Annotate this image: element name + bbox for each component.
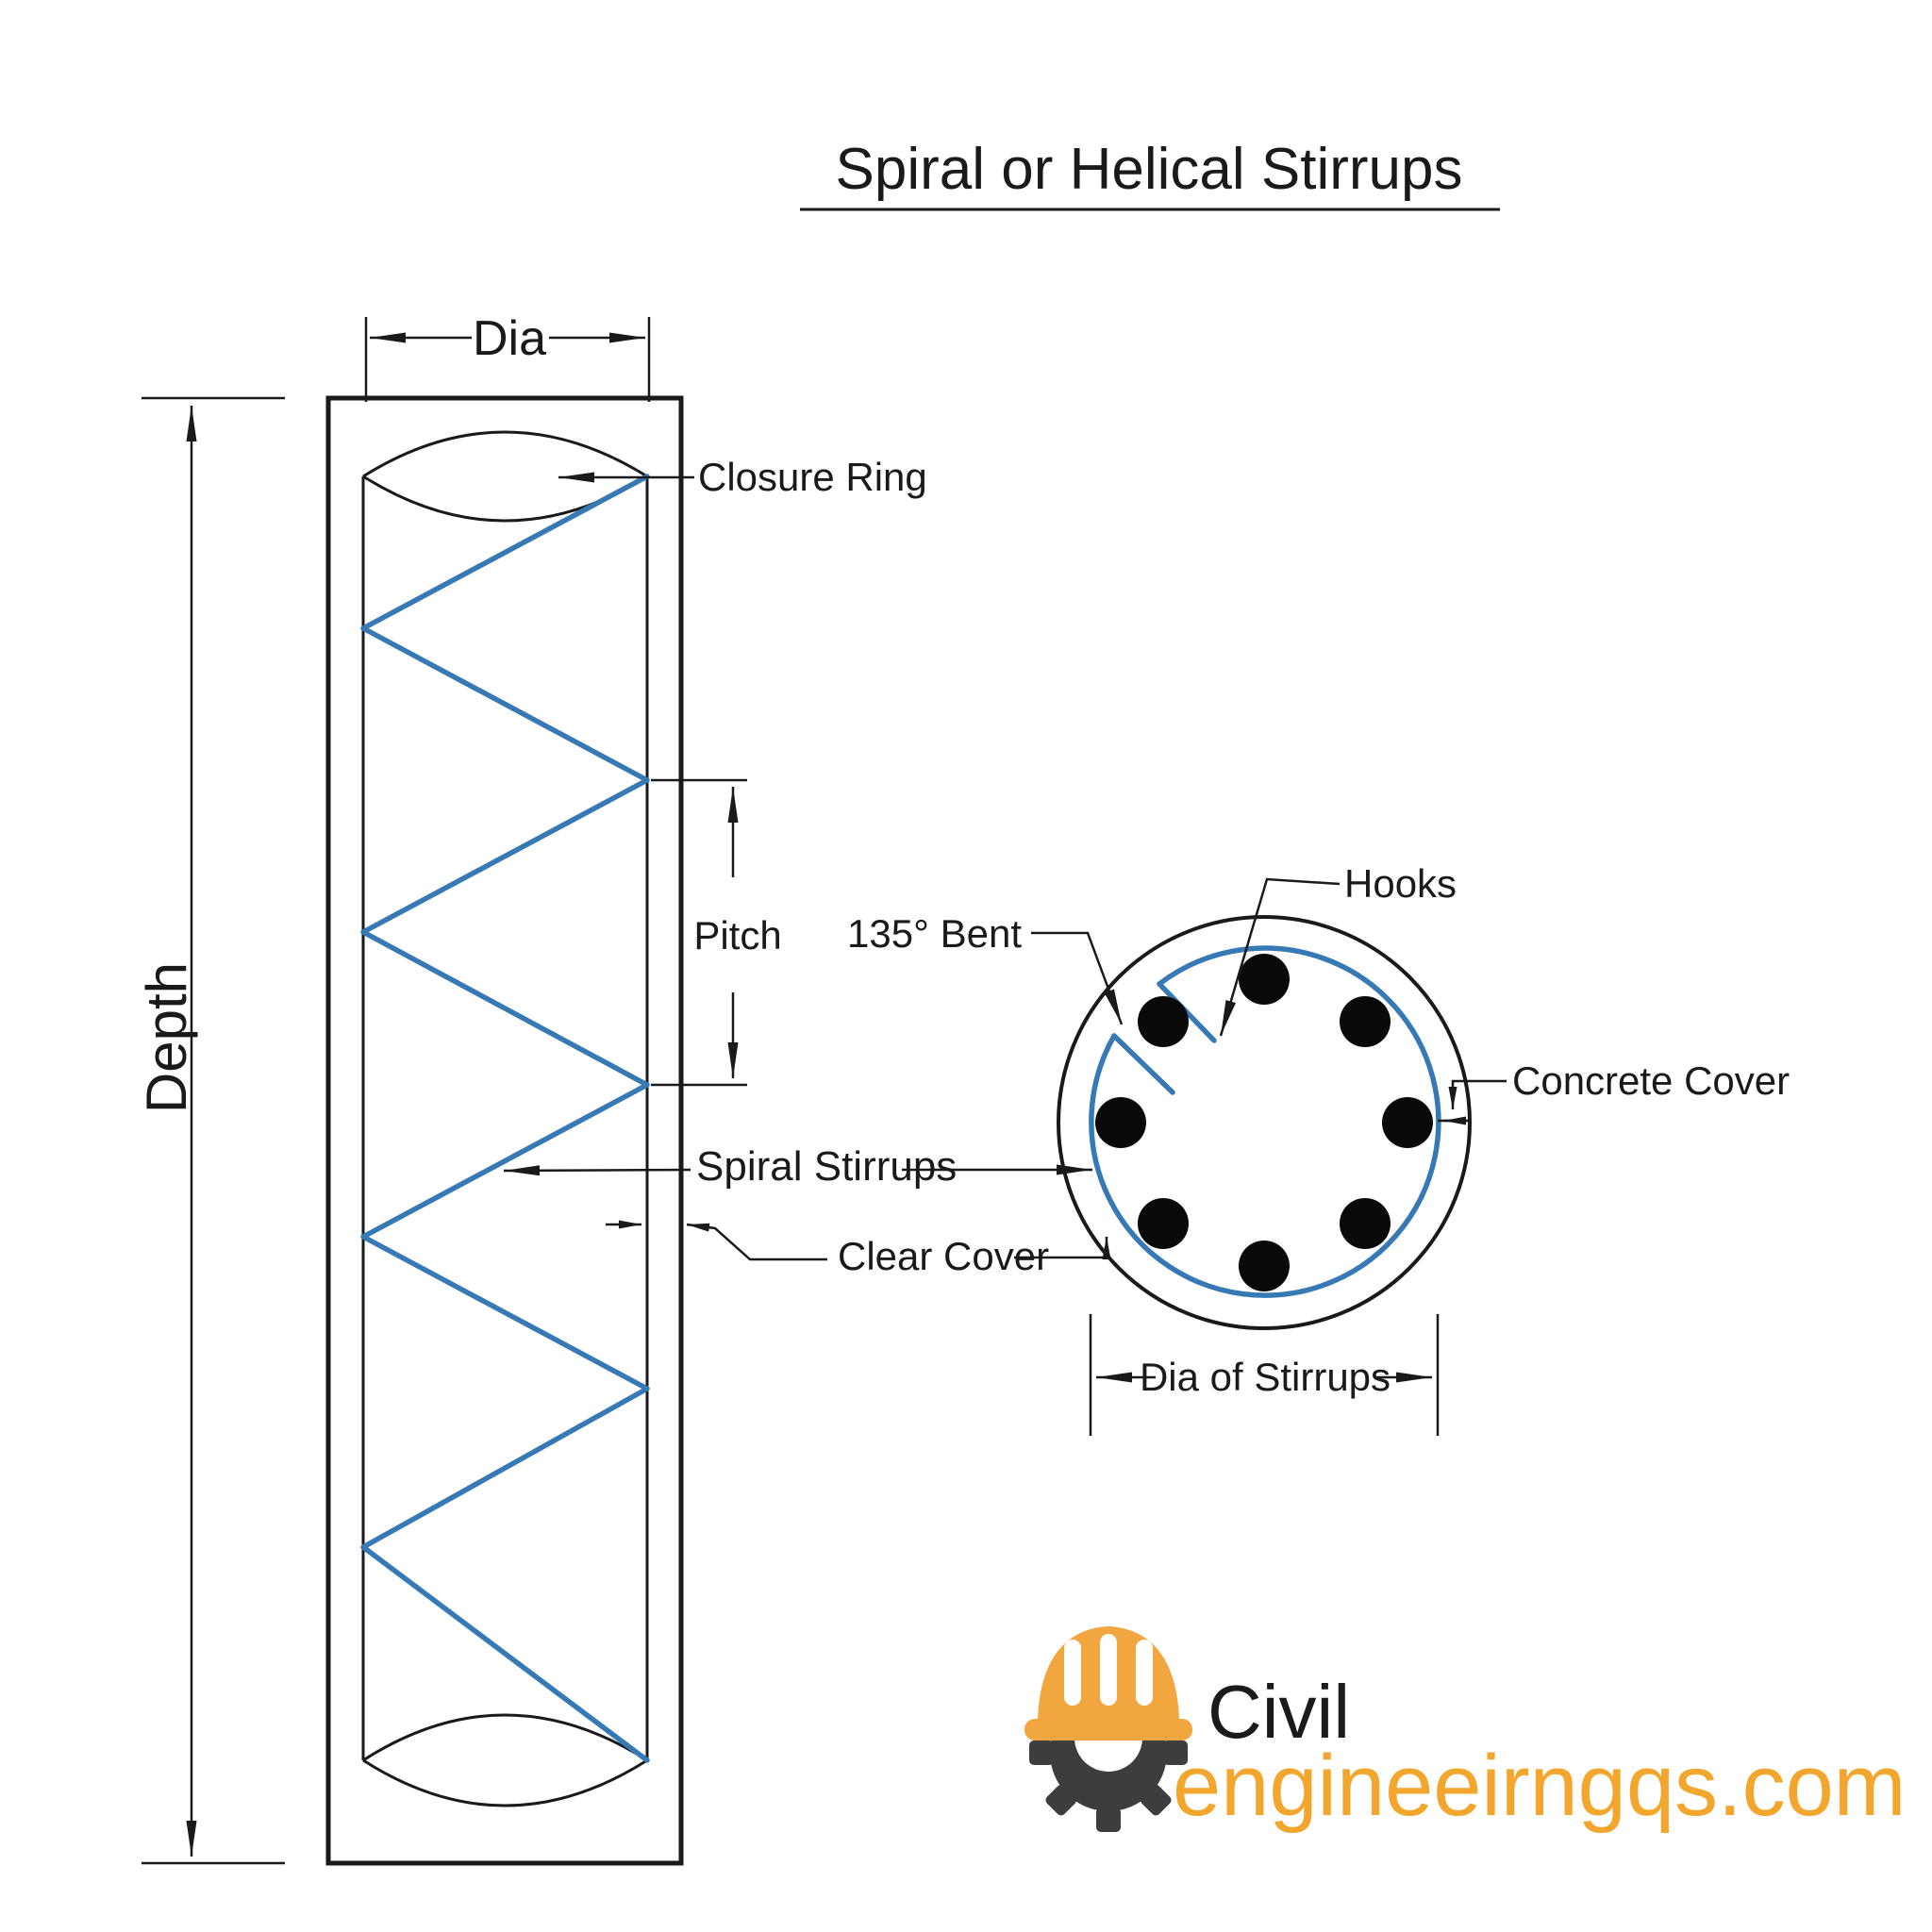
column-outline [325,395,684,1866]
dia-of-stirrups-label: Dia of Stirrups [1140,1355,1391,1399]
pitch-label: Pitch [693,913,781,958]
bent-135-leader [1031,931,1124,1025]
rebar [1095,1097,1146,1148]
brand-name-top: Civil [1208,1670,1350,1754]
spiral-stirrup-helix [360,474,650,1763]
concrete-cover-label: Concrete Cover [1512,1058,1790,1103]
rebar [1239,1241,1290,1291]
bent-135-label: 135° Bent [847,911,1022,956]
rebar [1340,996,1391,1047]
section-stirrup-ring [1089,945,1441,1298]
rebar [1138,1198,1189,1249]
depth-label: Depth [135,962,198,1113]
hooks-leader [1219,877,1341,1037]
clear-cover-label: Clear Cover [838,1234,1049,1278]
brand-logo: Civil engineeirngqs.com [1024,1626,1906,1834]
rebar [1239,954,1290,1005]
spiral-stirrups-label: Spiral Stirrups [696,1143,957,1190]
hooks-label: Hooks [1344,861,1457,906]
clear-cover-leader-left [686,1223,827,1261]
rebar [1138,996,1189,1047]
rebar [1340,1198,1391,1249]
concrete-cover-leader [1448,1079,1507,1109]
dia-label: Dia [473,311,546,366]
closure-ring-label: Closure Ring [698,455,927,499]
rebar [1382,1097,1433,1148]
brand-domain: engineeirngqs.com [1173,1738,1906,1834]
rebar-group [1095,954,1433,1291]
section-concrete-outline [1057,915,1472,1330]
hard-hat-icon [1024,1626,1192,1740]
page-title: Spiral or Helical Stirrups [836,137,1463,202]
stirrup-hook-leg-bottom [1111,1033,1175,1095]
spiral-stirrups-leader-left [503,1165,691,1176]
